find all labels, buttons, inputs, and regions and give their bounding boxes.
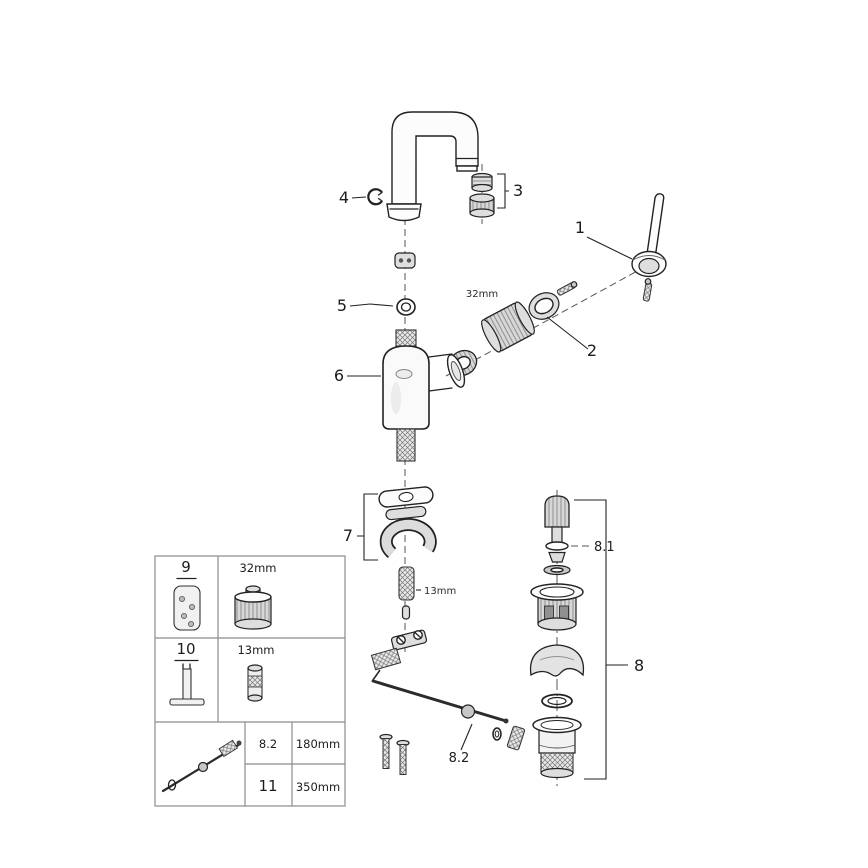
legend-icon-linkage-rod <box>161 739 242 793</box>
stud-dim-label: 13mm <box>424 586 456 597</box>
callout-5: 5 <box>337 296 347 315</box>
callout-4: 4 <box>339 188 349 207</box>
aerator-assembly-part3: 3 <box>469 172 523 218</box>
drain-saddle <box>529 644 585 677</box>
callout-8: 8 <box>634 656 644 675</box>
legend-id-11: 11 <box>258 777 277 795</box>
threaded-stud <box>398 566 415 601</box>
callout-3: 3 <box>513 181 523 200</box>
legend-table-grid <box>155 556 345 806</box>
popup-cone <box>548 551 566 563</box>
spout-outlet-lip <box>456 165 478 172</box>
callout-8-bracket <box>574 499 628 780</box>
base-plate <box>378 486 434 508</box>
callout-3-bracket <box>497 173 509 209</box>
callout-5-leader <box>349 303 394 307</box>
cartridge-32mm <box>481 301 535 353</box>
callout-6: 6 <box>334 366 344 385</box>
legend-dim-13mm: 13mm <box>237 643 274 657</box>
spout-assembly <box>386 111 479 269</box>
callout-2-leader <box>546 316 589 350</box>
o-ring-part5: 5 <box>337 296 416 316</box>
popup-knob <box>544 495 570 528</box>
retaining-clip-part4: 4 <box>339 188 383 207</box>
legend-dim-32mm: 32mm <box>239 561 276 575</box>
mounting-screw <box>399 744 407 775</box>
drain-tailpiece <box>532 716 582 779</box>
legend-id-10: 10 <box>176 640 195 658</box>
centerline-cartridge <box>445 263 651 377</box>
callout-8-2: 8.2 <box>449 751 470 766</box>
callout-7-bracket <box>357 493 378 561</box>
drain-o-ring <box>541 693 573 709</box>
callout-2: 2 <box>587 341 597 360</box>
clip-ring <box>367 188 383 206</box>
callout-8-1: 8.1 <box>594 540 615 555</box>
cartridge-dim-label: 32mm <box>466 289 498 300</box>
rod-nut <box>506 725 526 751</box>
legend-ref-8-2: 8.2 <box>259 737 277 751</box>
legend-table: 9 32mm 10 13mm <box>154 555 346 807</box>
popup-stem <box>551 526 563 544</box>
spout-outline <box>391 111 479 205</box>
body-threaded-top <box>395 329 417 347</box>
base-washer <box>385 505 427 521</box>
callout-1: 1 <box>575 218 585 237</box>
handle-lever <box>646 193 665 256</box>
mounting-set-part7: 13mm 7 <box>343 486 456 620</box>
flange-slot <box>559 605 569 620</box>
legend-table-border <box>154 555 346 807</box>
cartridge-assembly-part2: 32mm 2 <box>448 281 597 377</box>
body-threaded-shank <box>396 428 416 462</box>
body-logo-oval <box>395 369 413 379</box>
rod-o-ring <box>492 727 502 741</box>
body-side-port <box>446 354 466 388</box>
mounting-pin <box>401 605 411 620</box>
popup-knob-part8-1: 8.1 <box>543 495 615 576</box>
escutcheon-ring <box>528 292 560 320</box>
legend-icon-cartridge-sleeve <box>173 585 201 631</box>
flange-slot <box>544 605 554 620</box>
linkage-rod-part8-2: 8.2 <box>370 629 526 775</box>
legend-icon-32mm-cartridge <box>234 585 272 630</box>
lever-handle-part1: 1 <box>575 193 667 302</box>
spout-flange <box>386 203 422 222</box>
body-side-port-walls <box>428 353 453 392</box>
legend-len-350mm: 350mm <box>296 780 340 794</box>
legend-id-9: 9 <box>181 558 191 576</box>
callout-8-2-leader <box>460 723 473 751</box>
faucet-body-part6: 6 <box>334 329 466 462</box>
rod-ball-joint <box>460 704 476 719</box>
legend-len-180mm: 180mm <box>296 737 340 751</box>
drain-flange <box>530 583 584 631</box>
drain-assembly-part8: 8.1 8 <box>529 495 644 780</box>
spout-clip-part <box>394 252 416 269</box>
centerlines <box>404 164 651 786</box>
mounting-screw <box>382 738 390 769</box>
callout-1-leader <box>586 236 633 260</box>
legend-icon-13mm-part <box>247 664 263 702</box>
body-outline <box>382 345 430 430</box>
linkage-housing <box>370 647 402 671</box>
callout-7: 7 <box>343 526 353 545</box>
o-ring <box>396 298 416 316</box>
legend-icon-mounting-tool <box>169 663 205 706</box>
handle-screw <box>642 282 653 302</box>
callout-4-leader <box>351 196 367 199</box>
linkage-rod <box>371 679 508 723</box>
